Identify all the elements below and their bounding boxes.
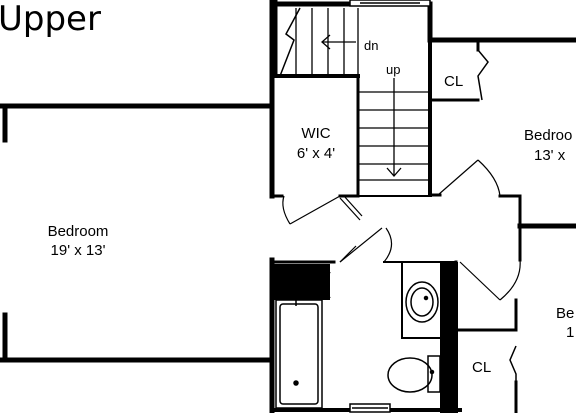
doors — [282, 49, 521, 382]
windows — [349, 0, 431, 413]
bedroom-main-size: 19' x 13' — [51, 242, 106, 259]
labels: dn up WIC 6' x 4' Bedroom 19' x 13' Bedr… — [48, 38, 575, 376]
toilet — [387, 355, 441, 393]
closet-lower-label: CL — [472, 359, 491, 376]
bedroom-main-name: Bedroom — [48, 223, 109, 240]
closet-bath-label: CL — [300, 273, 319, 290]
stairs-down-label: dn — [364, 38, 378, 53]
wic-name: WIC — [301, 125, 330, 142]
sink — [405, 281, 439, 323]
wic-size: 6' x 4' — [297, 145, 335, 162]
bedroom-lower-right-size: 1 — [566, 324, 574, 341]
wall-fills — [272, 262, 458, 413]
closet-top-label: CL — [444, 73, 463, 90]
bedroom-right-size: 13' x — [534, 147, 566, 164]
stairs-up-label: up — [386, 62, 400, 77]
bedroom-right-name: Bedroo — [524, 127, 572, 144]
bedroom-lower-right-name: Be — [556, 305, 574, 322]
bathtub — [275, 299, 323, 409]
stairs — [279, 7, 430, 181]
plan-title: Upper — [0, 0, 101, 39]
